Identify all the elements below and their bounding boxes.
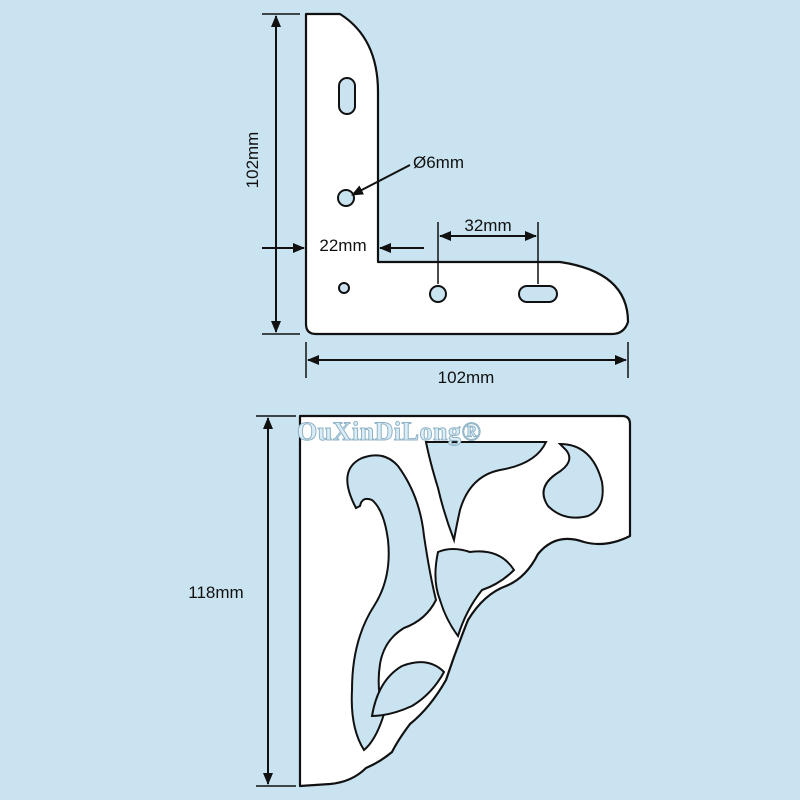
arm-width-label: 22mm [319, 236, 366, 255]
hole-diameter-leader [351, 164, 411, 196]
height-label-top: 102mm [243, 132, 262, 189]
l-bracket-drawing [304, 12, 630, 336]
center-cutout [434, 548, 516, 639]
height-label-bottom: 118mm [188, 583, 243, 602]
horizontal-slot-hole [518, 285, 558, 303]
hole-spacing-dimension [437, 222, 539, 284]
width-dimension-top [305, 342, 629, 378]
height-dimension-bottom [256, 415, 296, 787]
small-hole [338, 282, 350, 294]
teardrop-cutout [542, 442, 604, 519]
width-label-top: 102mm [438, 368, 495, 387]
fleur-cutout-center [424, 441, 548, 544]
decorative-bracket-drawing [298, 414, 632, 788]
height-dimension-top [262, 13, 300, 335]
mounting-hole-6mm [337, 189, 355, 207]
round-hole [429, 285, 447, 303]
watermark-logo: OuXinDiLong® [297, 417, 481, 446]
l-bracket-outline [304, 12, 630, 336]
scroll-cutout-inner [370, 661, 446, 718]
hole-spacing-label: 32mm [464, 216, 511, 235]
hole-diameter-label: Ø6mm [413, 153, 464, 172]
vertical-slot-hole [338, 77, 356, 115]
